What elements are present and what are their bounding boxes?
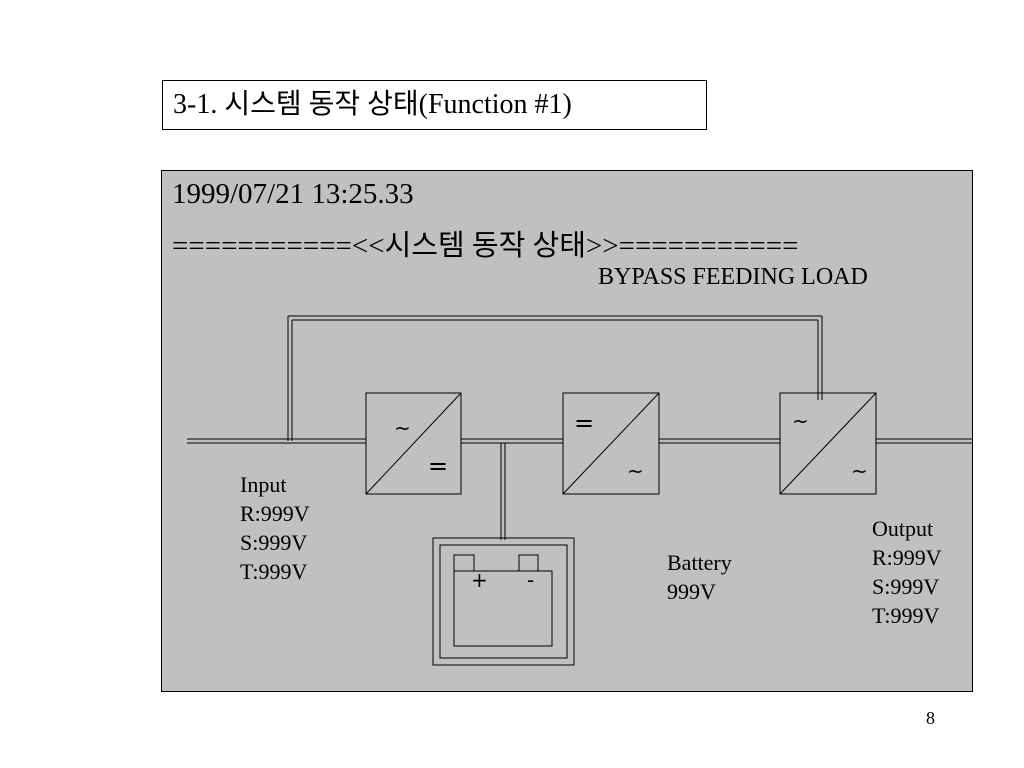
rectifier-box [365, 392, 462, 495]
input-t-voltage: T:999V [240, 559, 308, 584]
rectifier-dc-symbol: = [428, 452, 448, 480]
battery-terminal-minus-icon [518, 554, 539, 571]
input-readout: Input R:999V S:999V T:999V [240, 470, 310, 586]
battery-minus-symbol: - [527, 568, 534, 592]
switch-ac-in-symbol: ~ [792, 409, 809, 433]
battery-box [432, 537, 575, 666]
rectifier-ac-symbol: ~ [394, 416, 411, 440]
switch-ac-out-symbol: ~ [851, 459, 868, 483]
timestamp: 1999/07/21 13:25.33 [172, 178, 414, 210]
page-number: 8 [926, 708, 935, 728]
input-r-voltage: R:999V [240, 501, 310, 526]
output-s-voltage: S:999V [872, 574, 940, 599]
slide-title: 3-1. 시스템 동작 상태(Function #1) [162, 80, 707, 130]
battery-plus-symbol: + [471, 568, 488, 592]
output-readout: Output R:999V S:999V T:999V [872, 514, 942, 630]
battery-cell-icon [453, 570, 553, 647]
input-label: Input [240, 472, 287, 497]
battery-readout: Battery 999V [667, 548, 732, 606]
inverter-dc-symbol: = [574, 409, 594, 437]
input-s-voltage: S:999V [240, 530, 308, 555]
output-r-voltage: R:999V [872, 545, 942, 570]
operation-mode-text: BYPASS FEEDING LOAD [598, 264, 868, 290]
slide-title-text: 3-1. 시스템 동작 상태(Function #1) [173, 89, 572, 120]
inverter-ac-symbol: ~ [627, 459, 644, 483]
battery-label: Battery [667, 550, 732, 575]
status-banner: ===========<<시스템 동작 상태>>=========== [172, 230, 799, 262]
battery-terminal-plus-icon [453, 554, 475, 571]
output-t-voltage: T:999V [872, 603, 940, 628]
static-switch-box [779, 392, 877, 495]
inverter-box [562, 392, 660, 495]
output-label: Output [872, 516, 934, 541]
battery-voltage: 999V [667, 579, 716, 604]
